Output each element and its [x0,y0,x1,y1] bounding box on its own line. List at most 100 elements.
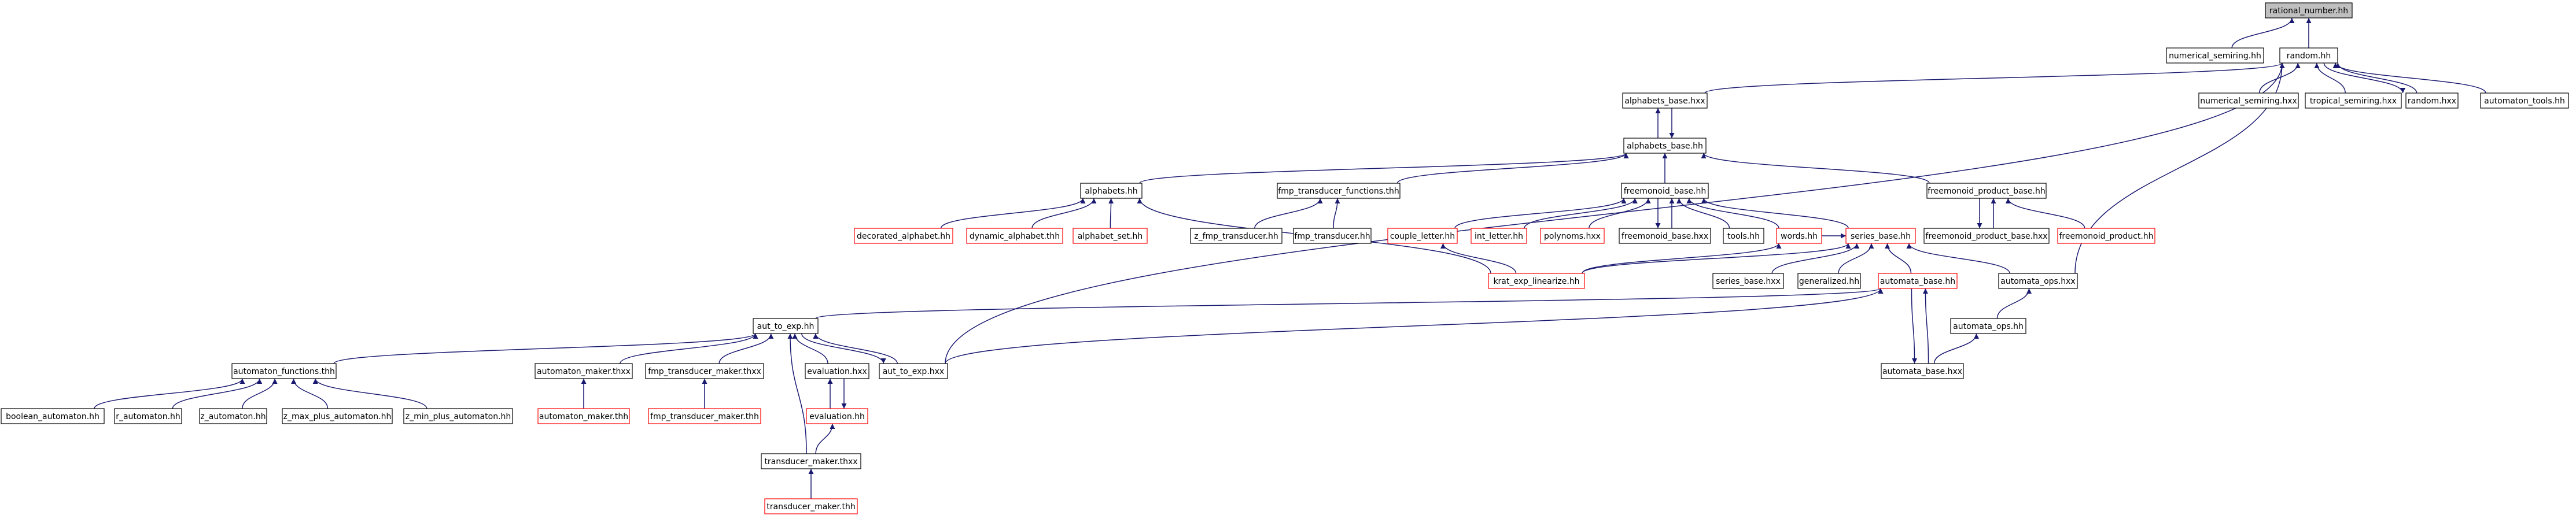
node-box [1073,228,1148,244]
node-automata_base_hh: automata_base.hh [1878,273,1958,289]
node-random_hxx[interactable]: random.hxx [2405,92,2459,109]
node-alphabets_base_hh[interactable]: alphabets_base.hh [1623,138,1707,154]
node-box [2198,92,2299,109]
node-freemonoid_base_hh[interactable]: freemonoid_base.hh [1621,183,1709,199]
node-z_fmp_transducer_hh[interactable]: z_fmp_transducer.hh [1190,228,1283,244]
node-box [805,363,869,379]
node-box [535,363,633,379]
node-aut_to_exp_hxx[interactable]: aut_to_exp.hxx [879,363,948,379]
dependency-edge-automata_base_hh-to-automata_base_hxx [1911,288,1918,364]
node-box [1998,273,2078,289]
node-box [282,408,393,424]
node-freemonoid_product_hh: freemonoid_product.hh [2057,228,2155,244]
node-dynamic_alphabet_thh: dynamic_alphabet.thh [966,228,1063,244]
dependency-edge-words_hh-to-freemonoid_base_hh [1686,198,1779,229]
node-r_automaton_hh[interactable]: r_automaton.hh [114,408,182,424]
node-box [231,363,337,379]
node-tropical_semiring_hxx[interactable]: tropical_semiring.hxx [2305,92,2402,109]
node-label: evaluation.hh [809,412,865,421]
node-generalized_hh[interactable]: generalized.hh [1797,273,1861,289]
node-z_max_plus_automaton_hh[interactable]: z_max_plus_automaton.hh [282,408,393,424]
dependency-edge-z_max_plus_automaton_hh-to-automaton_functions_thh [291,378,329,409]
node-label: transducer_maker.thh [766,502,855,512]
dependency-edge-automaton_maker_thxx-to-aut_to_exp_hh [620,333,758,364]
node-alphabets_base_hxx[interactable]: alphabets_base.hxx [1622,92,1708,109]
node-boolean_automaton_hh[interactable]: boolean_automaton.hh [1,408,105,424]
node-evaluation_hxx[interactable]: evaluation.hxx [805,363,869,379]
node-label: alphabets_base.hxx [1624,97,1705,106]
node-label: freemonoid_base.hh [1624,187,1707,196]
node-box [2166,47,2264,64]
node-box [764,498,858,514]
node-label: decorated_alphabet.hh [857,232,950,241]
node-label: freemonoid_product_base.hxx [1925,232,2047,241]
dependency-edge-random_hh-to-random_hxx [2323,62,2406,94]
node-label: automaton_maker.thh [539,412,628,421]
node-random_hh[interactable]: random.hh [2279,47,2338,64]
node-fmp_transducer_functions_thh[interactable]: fmp_transducer_functions.thh [1277,183,1401,199]
node-box [1619,228,1711,244]
dependency-edge-z_min_plus_automaton_hh-to-automaton_functions_thh [312,378,428,409]
dependency-edge-numerical_semiring_hxx-to-random_hh [2258,62,2301,94]
node-box [1881,363,1964,379]
node-freemonoid_product_base_hxx[interactable]: freemonoid_product_base.hxx [1923,228,2050,244]
dependency-edge-numerical_semiring_hh-to-rational_number_hh [2231,17,2295,49]
node-numerical_semiring_hh[interactable]: numerical_semiring.hh [2166,47,2264,64]
node-automaton_maker_thxx[interactable]: automaton_maker.thxx [535,363,633,379]
node-box [2057,228,2155,244]
node-label: words.hh [1781,232,1818,241]
node-aut_to_exp_hh[interactable]: aut_to_exp.hh [753,318,819,334]
dependency-edge-fmp_transducer_maker_thxx-to-aut_to_exp_hh [718,333,774,364]
node-box [403,408,513,424]
node-numerical_semiring_hxx[interactable]: numerical_semiring.hxx [2198,92,2299,109]
node-label: transducer_maker.thxx [764,457,857,466]
node-z_automaton_hh[interactable]: z_automaton.hh [199,408,267,424]
dependency-edge-krat_exp_linearize_hh-to-series_base_hh [1582,243,1851,274]
dependency-edge-z_fmp_transducer_hh-to-fmp_transducer_functions_thh [1254,198,1323,229]
node-words_hh: words.hh [1776,228,1822,244]
node-label: freemonoid_product.hh [2059,232,2153,241]
node-freemonoid_product_base_hh[interactable]: freemonoid_product_base.hh [1926,183,2047,199]
node-box [1797,273,1861,289]
node-label: tropical_semiring.hxx [2310,97,2397,106]
node-box [1080,183,1143,199]
node-label: couple_letter.hh [1390,232,1455,241]
dependency-edge-alphabet_set_hh-to-alphabets_hh [1108,198,1114,229]
node-automaton_functions_thh[interactable]: automaton_functions.thh [231,363,337,379]
dependency-edge-aut_to_exp_hxx-to-automata_base_hh [945,288,1884,364]
node-box [753,318,819,334]
node-fmp_transducer_hh[interactable]: fmp_transducer.hh [1293,228,1372,244]
dependency-edge-aut_to_exp_hh-to-aut_to_exp_hxx [801,333,886,364]
node-label: tools.hh [1727,232,1760,241]
node-label: generalized.hh [1799,277,1859,286]
dependency-edge-fmp_transducer_hh-to-fmp_transducer_functions_thh [1333,198,1340,229]
node-label: int_letter.hh [1475,232,1523,241]
node-label: aut_to_exp.hxx [883,367,944,376]
node-transducer_maker_thxx[interactable]: transducer_maker.thxx [761,453,861,469]
node-fmp_transducer_maker_thxx[interactable]: fmp_transducer_maker.thxx [645,363,764,379]
node-label: automaton_tools.hh [2484,97,2565,106]
node-label: automata_base.hxx [1882,367,1962,376]
node-automata_ops_hh[interactable]: automata_ops.hh [1950,318,2026,334]
node-box [1,408,105,424]
node-automata_ops_hxx[interactable]: automata_ops.hxx [1998,273,2078,289]
dependency-edge-alphabets_base_hxx-to-random_hh [1704,62,2285,94]
node-evaluation_hh: evaluation.hh [806,408,868,424]
node-series_base_hxx[interactable]: series_base.hxx [1712,273,1784,289]
node-automaton_tools_hh[interactable]: automaton_tools.hh [2480,92,2569,109]
dependency-edge-dynamic_alphabet_thh-to-alphabets_hh [1031,198,1097,229]
dependency-edge-couple_letter_hh-to-freemonoid_base_hh [1454,198,1627,229]
node-box [537,408,630,424]
node-label: z_max_plus_automaton.hh [283,412,392,421]
node-alphabets_hh[interactable]: alphabets.hh [1080,183,1143,199]
dependency-edge-z_automaton_hh-to-automaton_functions_thh [242,378,278,409]
node-automata_base_hxx[interactable]: automata_base.hxx [1881,363,1964,379]
node-tools_hh[interactable]: tools.hh [1723,228,1764,244]
node-box [1540,228,1605,244]
node-box [1621,183,1709,199]
node-z_min_plus_automaton_hh[interactable]: z_min_plus_automaton.hh [403,408,513,424]
node-freemonoid_base_hxx[interactable]: freemonoid_base.hxx [1619,228,1711,244]
node-label: numerical_semiring.hxx [2200,97,2297,106]
node-label: fmp_transducer_maker.thxx [648,367,761,376]
